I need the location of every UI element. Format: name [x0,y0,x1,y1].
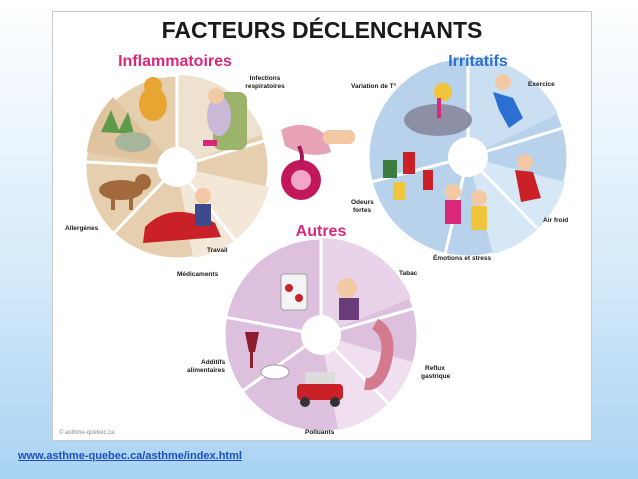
label-reflux-gastrique-line1: Reflux [425,365,445,372]
label-travail: Travail [207,247,228,254]
autres-wheel [222,236,420,434]
label-emotions-stress: Émotions et stress [433,253,492,262]
heading-autres: Autres [296,223,347,240]
diagram-title: FACTEURS DÉCLENCHANTS [162,16,483,43]
source-url-link[interactable]: www.asthme-quebec.ca/asthme/index.html [18,450,242,462]
label-odeurs-fortes-line2: fortes [353,207,371,214]
label-additifs-alimentaires-line2: alimentaires [187,367,225,374]
label-allergenes: Allergènes [65,225,99,232]
inflammatoires-wheel [83,73,271,261]
image-credit: © asthme-quebec.ca [59,429,115,436]
label-odeurs-fortes-line1: Odeurs [351,199,374,206]
heading-inflammatoires: Inflammatoires [118,53,232,70]
diagram-image: FACTEURS DÉCLENCHANTS [52,11,592,441]
label-reflux-gastrique-line2: gastrique [421,373,451,380]
airway-illustration [281,124,355,200]
label-infections-respiratoires-line1: Infections [250,75,281,82]
label-tabac: Tabac [399,270,418,277]
label-exercice: Exercice [528,81,555,88]
label-medicaments: Médicaments [177,271,219,278]
label-variation-temperature: Variation de T° [351,82,397,90]
label-additifs-alimentaires-line1: Additifs [201,359,226,366]
label-polluants: Polluants [305,429,335,436]
irritatifs-wheel [366,55,570,259]
label-air-froid: Air froid [543,217,568,224]
label-infections-respiratoires-line2: respiratoires [245,83,285,90]
heading-irritatifs: Irritatifs [448,53,508,70]
